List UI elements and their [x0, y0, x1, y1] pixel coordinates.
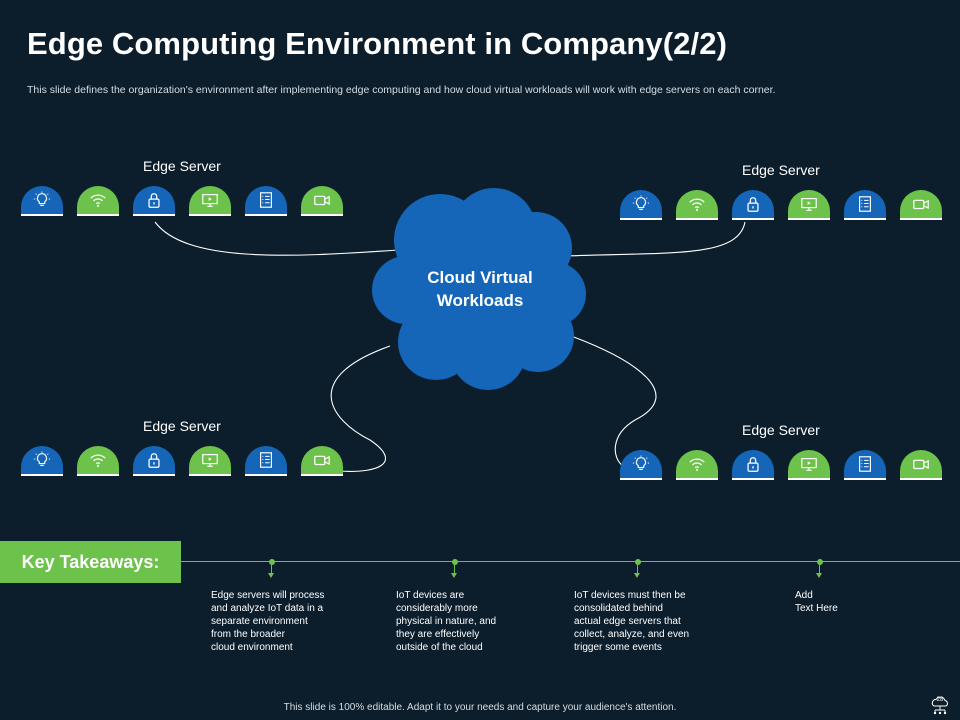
lightbulb-icon: [21, 186, 63, 216]
lightbulb-icon: [21, 446, 63, 476]
video-camera-icon: [301, 446, 343, 476]
wifi-icon: [77, 446, 119, 476]
timeline-marker-3: [634, 559, 641, 578]
lock-icon: [732, 190, 774, 220]
takeaway-text-3: IoT devices must then be consolidated be…: [574, 590, 690, 653]
device-icon-row-top-left: [21, 186, 343, 216]
device-icon-row-top-right: [620, 190, 942, 220]
lock-icon: [732, 450, 774, 480]
lock-icon: [133, 446, 175, 476]
timeline-marker-2: [451, 559, 458, 578]
document-icon: [245, 446, 287, 476]
timeline-marker-4: [816, 559, 823, 578]
slide-title: Edge Computing Environment in Company(2/…: [27, 26, 728, 61]
takeaway-text-4: Add Text Here: [795, 590, 838, 614]
document-icon: [844, 190, 886, 220]
wifi-icon: [676, 450, 718, 480]
monitor-icon: [189, 446, 231, 476]
cloud-virtual-workloads: [372, 188, 586, 390]
takeaway-text-2: IoT devices are considerably more physic…: [396, 590, 497, 653]
monitor-icon: [788, 190, 830, 220]
device-icon-row-bottom-left: [21, 446, 343, 476]
page-number: 28: [936, 697, 944, 703]
takeaway-text-1: Edge servers will process and analyze Io…: [211, 590, 325, 653]
video-camera-icon: [900, 450, 942, 480]
cloud-label: Cloud Virtual Workloads: [384, 266, 576, 312]
document-icon: [245, 186, 287, 216]
monitor-icon: [189, 186, 231, 216]
cloud-label-line1: Cloud Virtual: [427, 268, 533, 287]
wifi-icon: [676, 190, 718, 220]
slide-subtitle: This slide defines the organization's en…: [27, 84, 776, 96]
cloud-network-icon: [931, 696, 948, 715]
key-takeaways-label: Key Takeaways:: [0, 541, 181, 583]
wifi-icon: [77, 186, 119, 216]
edge-server-label-bottom-left: Edge Server: [143, 418, 221, 434]
timeline-marker-1: [268, 559, 275, 578]
monitor-icon: [788, 450, 830, 480]
takeaways-timeline: [181, 561, 960, 562]
edge-server-label-top-left: Edge Server: [143, 158, 221, 174]
edge-server-label-top-right: Edge Server: [742, 162, 820, 178]
footer-note: This slide is 100% editable. Adapt it to…: [283, 702, 677, 713]
video-camera-icon: [900, 190, 942, 220]
lock-icon: [133, 186, 175, 216]
device-icon-row-bottom-right: [620, 450, 942, 480]
video-camera-icon: [301, 186, 343, 216]
lightbulb-icon: [620, 190, 662, 220]
document-icon: [844, 450, 886, 480]
cloud-label-line2: Workloads: [436, 291, 524, 310]
lightbulb-icon: [620, 450, 662, 480]
edge-server-label-bottom-right: Edge Server: [742, 422, 820, 438]
